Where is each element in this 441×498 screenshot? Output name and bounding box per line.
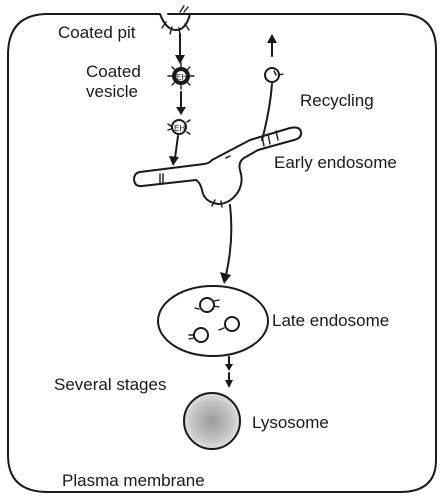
label-early-endosome: Early endosome — [274, 153, 397, 172]
label-plasma-membrane: Plasma membrane — [62, 471, 205, 490]
label-several-stages: Several stages — [54, 375, 166, 394]
uncoating-vesicle: EH — [168, 120, 190, 134]
arrowhead-early-to-late — [220, 272, 231, 284]
label-coated-vesicle-2: vesicle — [86, 82, 138, 101]
label-late-endosome: Late endosome — [272, 311, 389, 330]
recycling-vesicle — [265, 68, 283, 82]
coated-pit — [160, 6, 190, 35]
arrowhead-pit-to-vesicle — [175, 55, 185, 64]
arrowhead-recycling-up — [267, 34, 277, 43]
arrowhead-stage-1 — [225, 364, 233, 371]
label-coated-vesicle-1: Coated — [86, 62, 141, 81]
svg-text:EH: EH — [174, 124, 185, 133]
lysosome — [184, 393, 240, 449]
label-recycling: Recycling — [300, 91, 374, 110]
arrowhead-vesicle-to-uncoating — [176, 107, 186, 115]
path-recycling-from-endosome — [262, 84, 272, 140]
label-coated-pit: Coated pit — [58, 23, 136, 42]
arrowhead-to-early-endosome — [169, 156, 179, 166]
arrow-early-to-late — [226, 205, 231, 275]
arrowhead-stage-2 — [225, 380, 233, 388]
arrow-to-early-endosome — [175, 136, 178, 158]
svg-text:EH: EH — [176, 73, 187, 82]
late-endosome — [158, 286, 268, 356]
label-lysosome: Lysosome — [252, 413, 329, 432]
coated-vesicle: EH — [168, 63, 194, 89]
